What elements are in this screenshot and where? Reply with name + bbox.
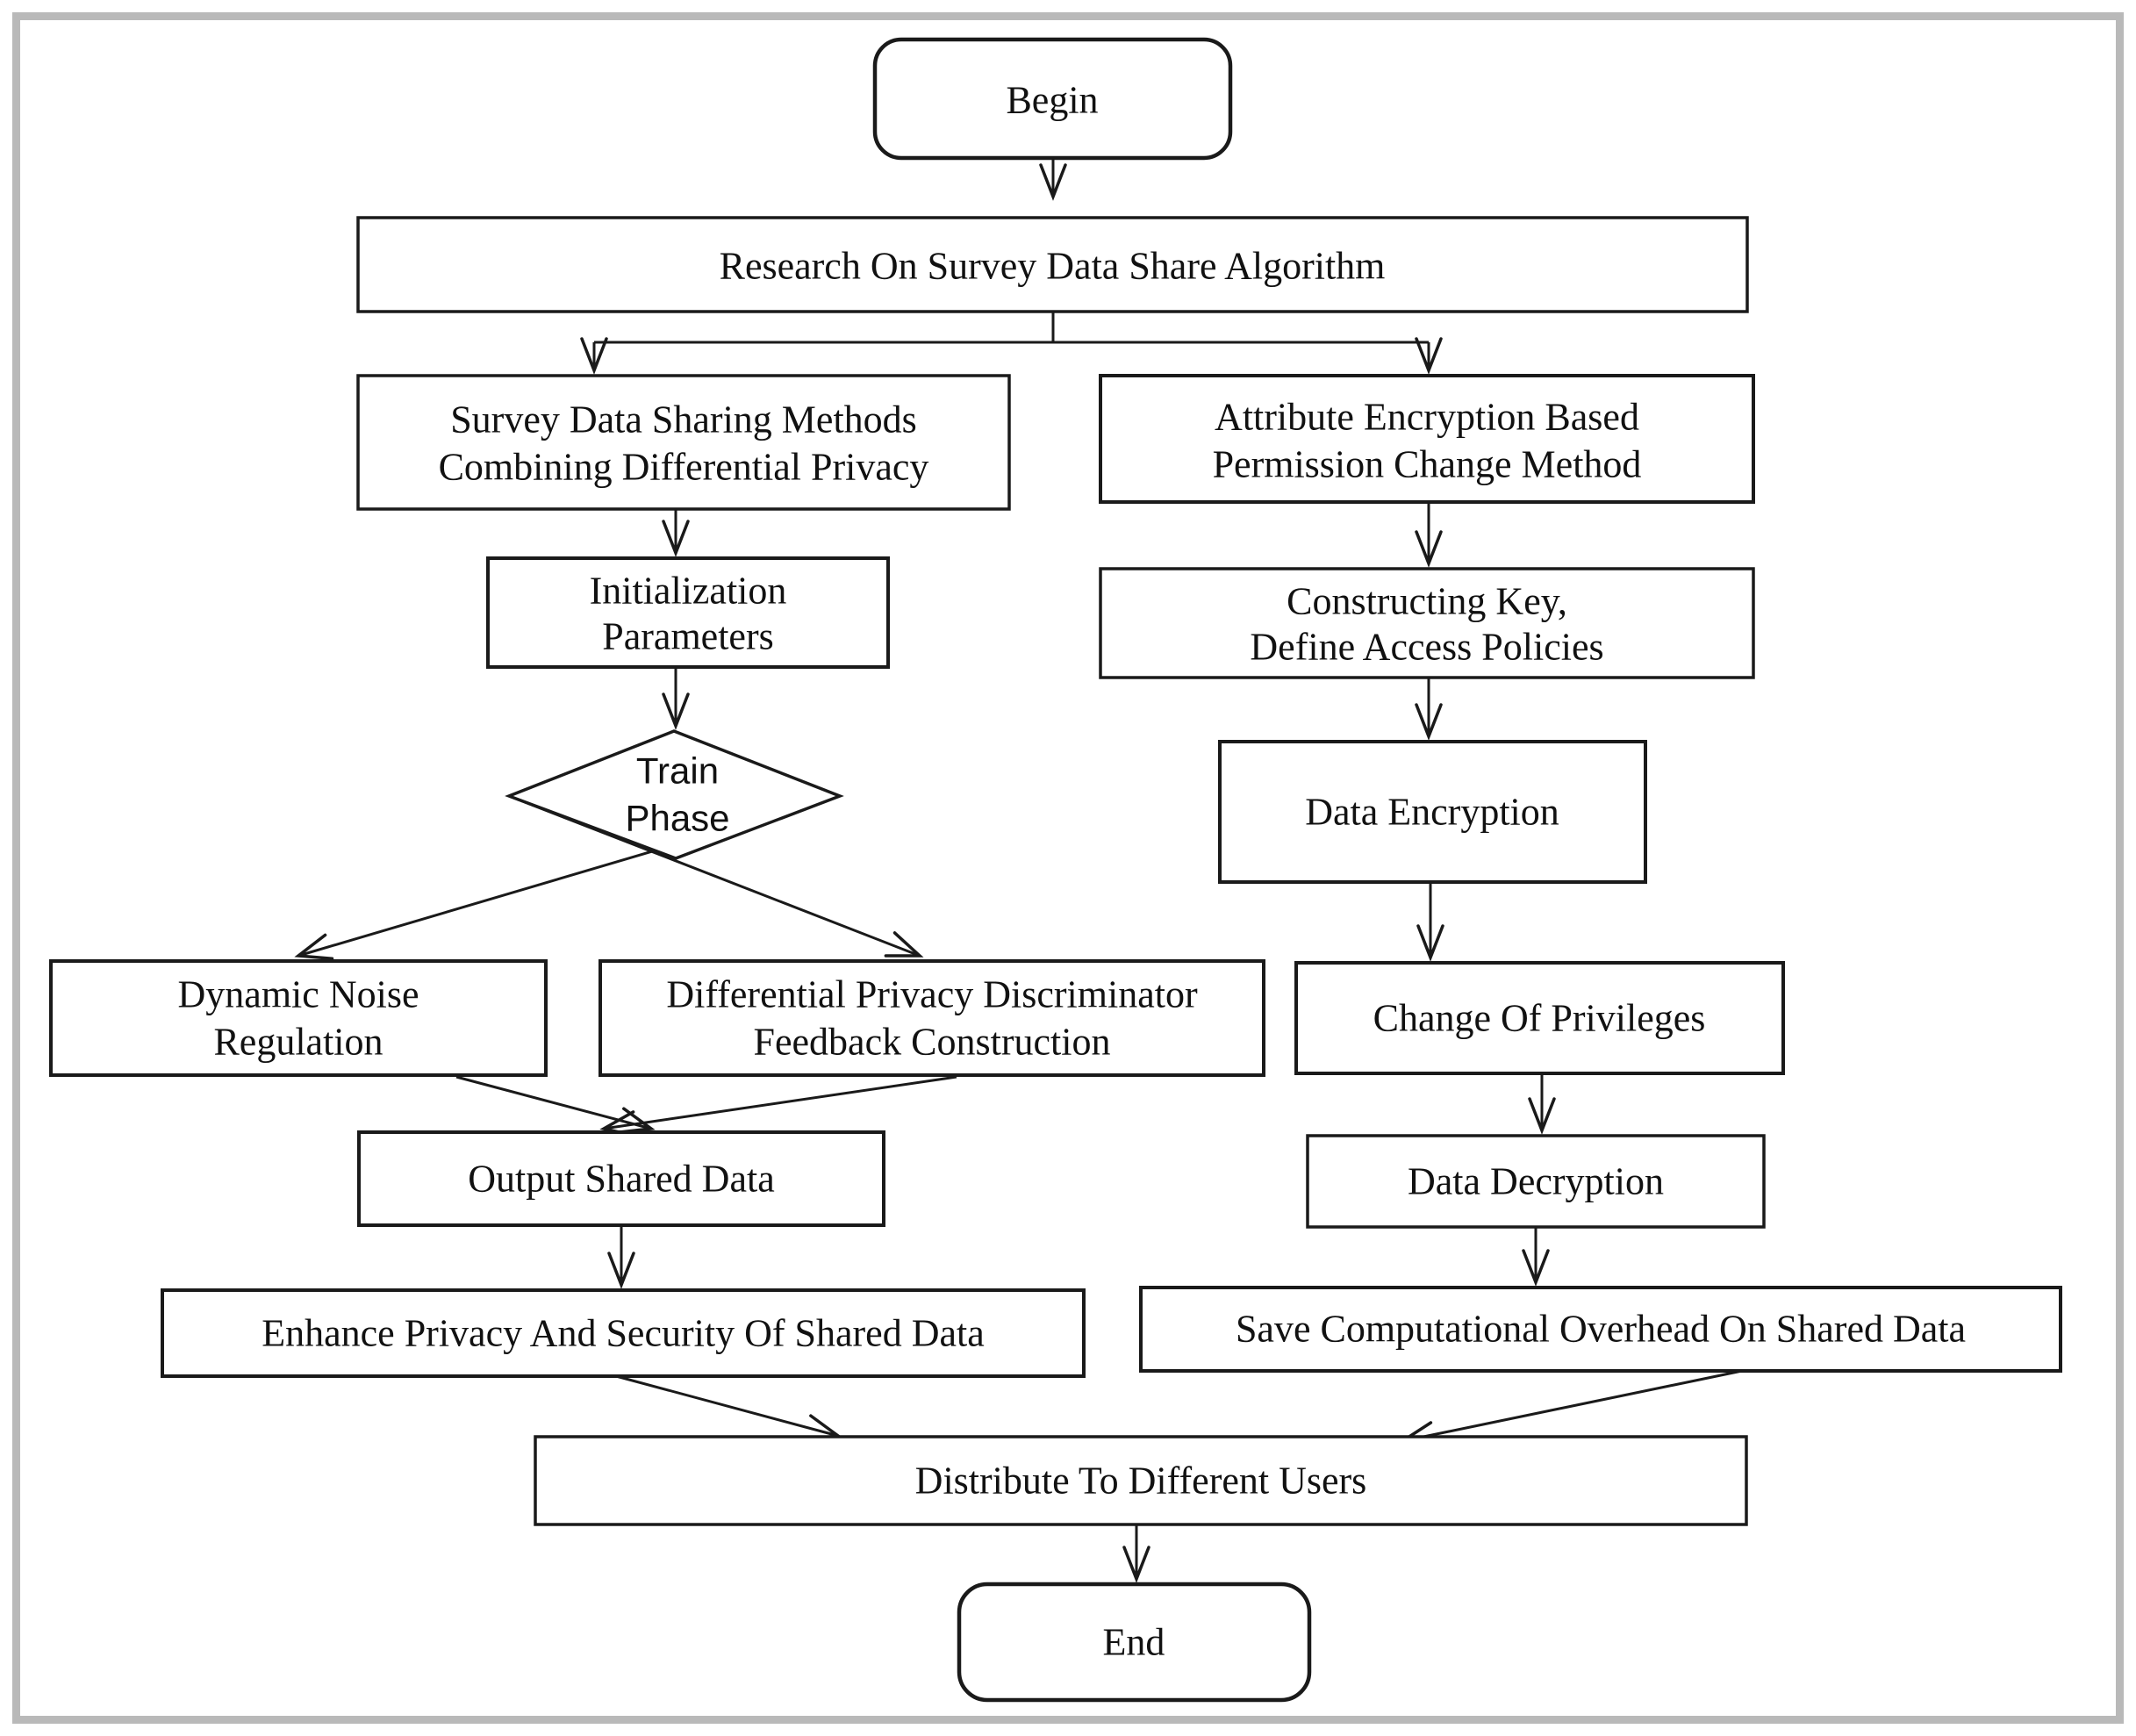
attribute-label-line2: Permission Change Method xyxy=(1213,443,1642,486)
constructing-label-line2: Define Access Policies xyxy=(1250,626,1603,669)
flowchart-node-dynamic-noise: Dynamic Noise Regulation xyxy=(49,959,548,1077)
constructing-label-line1: Constructing Key, xyxy=(1287,580,1567,623)
save-overhead-label: Save Computational Overhead On Shared Da… xyxy=(1236,1308,1966,1351)
flowchart-node-research: Research On Survey Data Share Algorithm xyxy=(356,216,1749,313)
flowchart-node-save-overhead: Save Computational Overhead On Shared Da… xyxy=(1139,1286,2062,1373)
flowchart-node-distribute: Distribute To Different Users xyxy=(534,1435,1748,1526)
differential-label-line2: Feedback Construction xyxy=(754,1021,1111,1064)
flowchart-node-initialization: Initialization Parameters xyxy=(486,556,890,669)
flowchart-node-begin: Begin xyxy=(872,37,1233,161)
flowchart-node-data-decryption: Data Decryption xyxy=(1306,1134,1766,1229)
arrow-differential-to-output xyxy=(599,1075,957,1138)
flowchart-node-change-privileges: Change Of Privileges xyxy=(1294,961,1785,1075)
begin-label: Begin xyxy=(1006,79,1098,122)
flowchart-node-survey: Survey Data Sharing Methods Combining Di… xyxy=(356,374,1011,511)
data-decryption-label: Data Decryption xyxy=(1408,1160,1664,1203)
differential-label-line1: Differential Privacy Discriminator xyxy=(666,973,1198,1016)
end-label: End xyxy=(1103,1621,1165,1664)
arrow-save-to-distribute xyxy=(1398,1369,1743,1449)
dynamic-noise-label-line1: Dynamic Noise xyxy=(178,973,419,1016)
arrow-dynamic-to-output xyxy=(455,1075,656,1135)
flowchart-node-output-shared: Output Shared Data xyxy=(357,1130,885,1227)
initialization-label-line1: Initialization xyxy=(590,570,787,613)
survey-label-line1: Survey Data Sharing Methods xyxy=(450,398,917,441)
initialization-label-line2: Parameters xyxy=(602,615,773,658)
attribute-label-line1: Attribute Encryption Based xyxy=(1215,396,1639,439)
change-privileges-label: Change Of Privileges xyxy=(1373,997,1706,1040)
train-phase-label-line1: Train xyxy=(636,750,719,792)
enhance-label: Enhance Privacy And Security Of Shared D… xyxy=(262,1312,985,1355)
dynamic-noise-label-line2: Regulation xyxy=(213,1021,383,1064)
survey-label-line2: Combining Differential Privacy xyxy=(439,446,929,489)
flowchart-node-differential: Differential Privacy Discriminator Feedb… xyxy=(599,959,1265,1077)
train-phase-label-line2: Phase xyxy=(625,798,729,839)
arrow-enhance-to-distribute xyxy=(615,1374,842,1441)
distribute-label: Distribute To Different Users xyxy=(915,1460,1367,1503)
flowchart-node-data-encryption: Data Encryption xyxy=(1218,740,1647,884)
flowchart-node-train-phase: Train Phase xyxy=(505,729,844,860)
flowchart-node-attribute: Attribute Encryption Based Permission Ch… xyxy=(1099,374,1755,504)
output-shared-label: Output Shared Data xyxy=(468,1158,774,1201)
research-label: Research On Survey Data Share Algorithm xyxy=(720,245,1386,288)
flowchart-node-enhance: Enhance Privacy And Security Of Shared D… xyxy=(161,1288,1086,1378)
flowchart-node-constructing: Constructing Key, Define Access Policies xyxy=(1099,567,1755,679)
data-encryption-label: Data Encryption xyxy=(1305,791,1559,834)
flowchart-node-end: End xyxy=(957,1582,1312,1703)
